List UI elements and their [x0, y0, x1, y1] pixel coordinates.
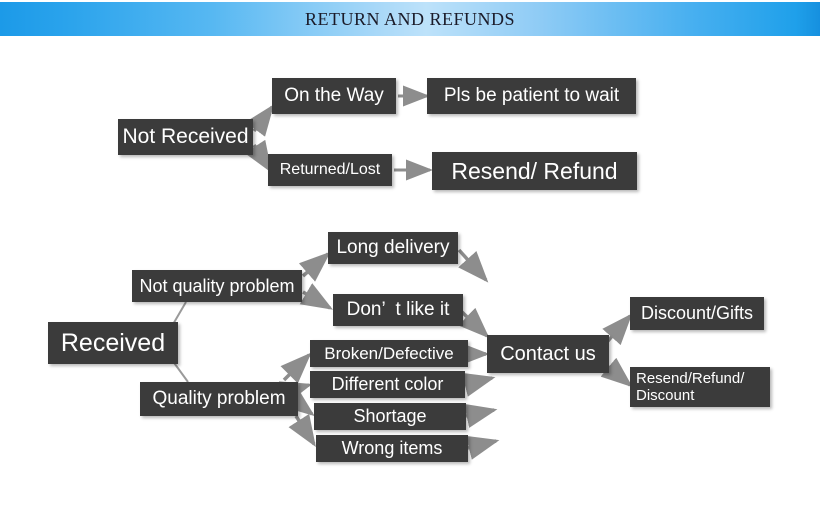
node-not-quality-problem[interactable]: Not quality problem [132, 270, 302, 302]
arrow-different-color-to-contact-us [461, 372, 496, 397]
node-pls-be-patient-to-wait[interactable]: Pls be patient to wait [427, 78, 636, 114]
node-not-received[interactable]: Not Received [118, 119, 253, 155]
node-shortage[interactable]: Shortage [314, 403, 466, 430]
page-title: RETURN AND REFUNDS [304, 9, 516, 29]
node-returned-lost[interactable]: Returned/Lost [268, 154, 392, 186]
arrow-quality-to-broken-defective [280, 352, 312, 384]
node-on-the-way[interactable]: On the Way [272, 78, 396, 114]
arrow-wrong-items-to-contact-us [465, 435, 500, 460]
node-dont-like-it[interactable]: Don’ t like it [333, 294, 463, 326]
node-wrong-items[interactable]: Wrong items [316, 435, 468, 462]
node-resend-refund-discount[interactable]: Resend/Refund/ Discount [630, 367, 770, 407]
arrow-not-quality-to-long-delivery [298, 251, 331, 282]
node-long-delivery[interactable]: Long delivery [328, 232, 458, 264]
arrow-quality-to-different-color [278, 381, 313, 405]
arrow-dont-like-it-to-contact-us [458, 307, 490, 339]
arrow-quality-to-wrong-items [288, 413, 316, 447]
node-contact-us[interactable]: Contact us [487, 335, 609, 373]
node-different-color[interactable]: Different color [310, 371, 465, 398]
arrow-long-delivery-to-contact-us [457, 248, 489, 283]
arrow-contact-us-to-resend-refund-discount [600, 357, 633, 388]
arrow-contact-us-to-discount-gifts [602, 313, 633, 346]
node-discount-gifts[interactable]: Discount/Gifts [630, 297, 764, 330]
node-received[interactable]: Received [48, 322, 178, 364]
header-banner [0, 2, 820, 36]
arrow-not-quality-to-dont-like-it [299, 283, 334, 310]
arrow-shortage-to-contact-us [464, 403, 498, 428]
arrow-quality-to-shortage [282, 387, 315, 417]
node-broken-defective[interactable]: Broken/Defective [310, 340, 468, 367]
node-quality-problem[interactable]: Quality problem [140, 382, 298, 416]
node-resend-refund[interactable]: Resend/ Refund [432, 152, 637, 190]
arrow-not-received-to-on-the-way [245, 104, 275, 137]
